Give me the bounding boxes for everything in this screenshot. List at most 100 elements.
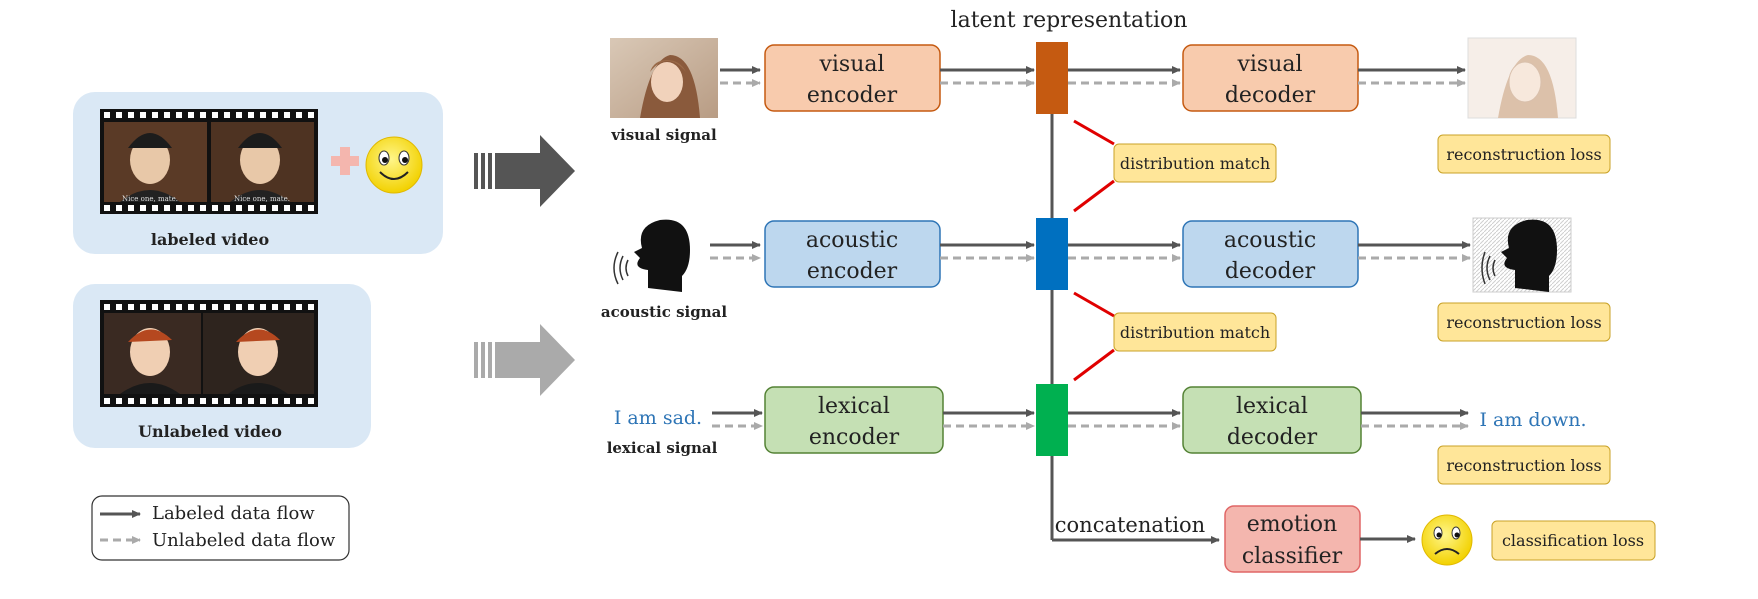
film-perforation xyxy=(272,398,278,404)
reconstruction-loss-2-text: reconstruction loss xyxy=(1446,313,1601,332)
film-perforation xyxy=(140,205,146,211)
film-perforation xyxy=(212,205,218,211)
film-perforation xyxy=(212,112,218,118)
lexical-latent-block xyxy=(1036,384,1068,456)
reconstruction-loss-2: reconstruction loss xyxy=(1437,302,1611,342)
film-perforation xyxy=(164,398,170,404)
acoustic-decoder-box: acoustic decoder xyxy=(1182,220,1359,288)
distribution-match-2: distribution match xyxy=(1113,312,1277,352)
acoustic-encoder-line1: acoustic xyxy=(806,228,898,253)
film-perforation xyxy=(140,112,146,118)
film-perforation xyxy=(188,398,194,404)
distribution-line-2a xyxy=(1073,291,1115,318)
legend-labeled-text: Labeled data flow xyxy=(152,503,315,524)
visual-encoder-line1: visual xyxy=(818,52,884,77)
latent-representation-title: latent representation xyxy=(951,8,1188,33)
emotion-classifier-line2: classifier xyxy=(1242,544,1343,569)
film-perforation xyxy=(296,112,302,118)
film-perforation xyxy=(176,398,182,404)
sad-face-icon xyxy=(1421,514,1473,566)
film-perforation xyxy=(224,304,230,310)
film-perforation xyxy=(116,205,122,211)
acoustic-encoder-box: acoustic encoder xyxy=(764,220,941,288)
unlabeled-video-panel: Unlabeled video xyxy=(73,284,371,448)
film-perforation xyxy=(200,398,206,404)
happy-face-icon xyxy=(365,136,423,194)
visual-latent-block xyxy=(1036,42,1068,114)
film-perforation xyxy=(308,205,314,211)
film-perforation xyxy=(296,205,302,211)
lexical-input-text: I am sad. xyxy=(614,407,702,429)
film-perforation xyxy=(128,205,134,211)
distribution-line-1b xyxy=(1073,179,1115,213)
acoustic-encoder-line2: encoder xyxy=(807,259,898,284)
acoustic-decoder-line2: decoder xyxy=(1225,259,1316,284)
unlabeled-film-strip xyxy=(100,300,318,407)
labeled-big-right-arrow-icon xyxy=(474,135,575,207)
emotion-classifier-line1: emotion xyxy=(1247,512,1337,537)
film-perforation xyxy=(296,398,302,404)
plus-icon xyxy=(331,147,359,175)
film-perforation xyxy=(116,304,122,310)
film-perforation xyxy=(236,112,242,118)
film-perforation xyxy=(212,304,218,310)
distribution-line-1a xyxy=(1073,119,1115,146)
distribution-match-1-text: distribution match xyxy=(1120,154,1270,173)
film-perforation xyxy=(164,205,170,211)
film-perforation xyxy=(260,304,266,310)
visual-decoder-box: visual decoder xyxy=(1182,44,1359,112)
film-caption-2: Nice one, mate. xyxy=(234,195,290,203)
unlabeled-big-right-arrow-icon xyxy=(474,324,575,396)
film-perforation xyxy=(224,398,230,404)
emotion-classifier-box: emotion classifier xyxy=(1224,505,1361,573)
film-perforation xyxy=(128,398,134,404)
film-perforation xyxy=(140,304,146,310)
legend: Labeled data flow Unlabeled data flow xyxy=(91,495,350,561)
film-perforation xyxy=(152,398,158,404)
film-perforation xyxy=(260,398,266,404)
lexical-encoder-line1: lexical xyxy=(818,394,890,419)
acoustic-latent-block xyxy=(1036,218,1068,290)
reconstruction-loss-3: reconstruction loss xyxy=(1437,445,1611,485)
visual-encoder-box: visual encoder xyxy=(764,44,941,112)
film-perforation xyxy=(284,304,290,310)
film-perforation xyxy=(200,205,206,211)
film-perforation xyxy=(248,304,254,310)
film-perforation xyxy=(104,304,110,310)
film-perforation xyxy=(272,304,278,310)
speaker-head-sketch-icon xyxy=(1472,217,1572,293)
reconstruction-loss-3-text: reconstruction loss xyxy=(1446,456,1601,475)
film-perforation xyxy=(260,205,266,211)
film-perforation xyxy=(152,205,158,211)
classification-loss: classification loss xyxy=(1491,520,1656,561)
labeled-film-strip: Nice one, mate. Nice one, mate. xyxy=(100,109,318,214)
film-perforation xyxy=(176,205,182,211)
film-perforation xyxy=(200,304,206,310)
visual-encoder-line2: encoder xyxy=(807,83,898,108)
visual-signal-label: visual signal xyxy=(610,126,717,144)
visual-decoder-line2: decoder xyxy=(1225,83,1316,108)
legend-unlabeled-text: Unlabeled data flow xyxy=(152,530,336,551)
film-perforation xyxy=(236,398,242,404)
film-perforation xyxy=(176,304,182,310)
film-perforation xyxy=(152,304,158,310)
lexical-signal-label: lexical signal xyxy=(607,439,718,457)
lexical-encoder-line2: encoder xyxy=(809,425,900,450)
labeled-video-label: labeled video xyxy=(151,230,270,249)
lexical-decoder-box: lexical decoder xyxy=(1182,386,1362,454)
distribution-match-1: distribution match xyxy=(1113,143,1277,183)
labeled-video-panel: Nice one, mate. Nice one, mate. labeled … xyxy=(73,92,443,254)
film-perforation xyxy=(308,304,314,310)
film-caption-1: Nice one, mate. xyxy=(122,195,178,203)
lexical-output-text: I am down. xyxy=(1479,409,1586,431)
film-perforation xyxy=(188,112,194,118)
film-perforation xyxy=(188,304,194,310)
film-perforation xyxy=(224,112,230,118)
concatenation-label: concatenation xyxy=(1055,513,1205,537)
film-perforation xyxy=(164,112,170,118)
film-perforation xyxy=(272,205,278,211)
film-perforation xyxy=(152,112,158,118)
film-perforation xyxy=(308,398,314,404)
film-perforation xyxy=(188,205,194,211)
